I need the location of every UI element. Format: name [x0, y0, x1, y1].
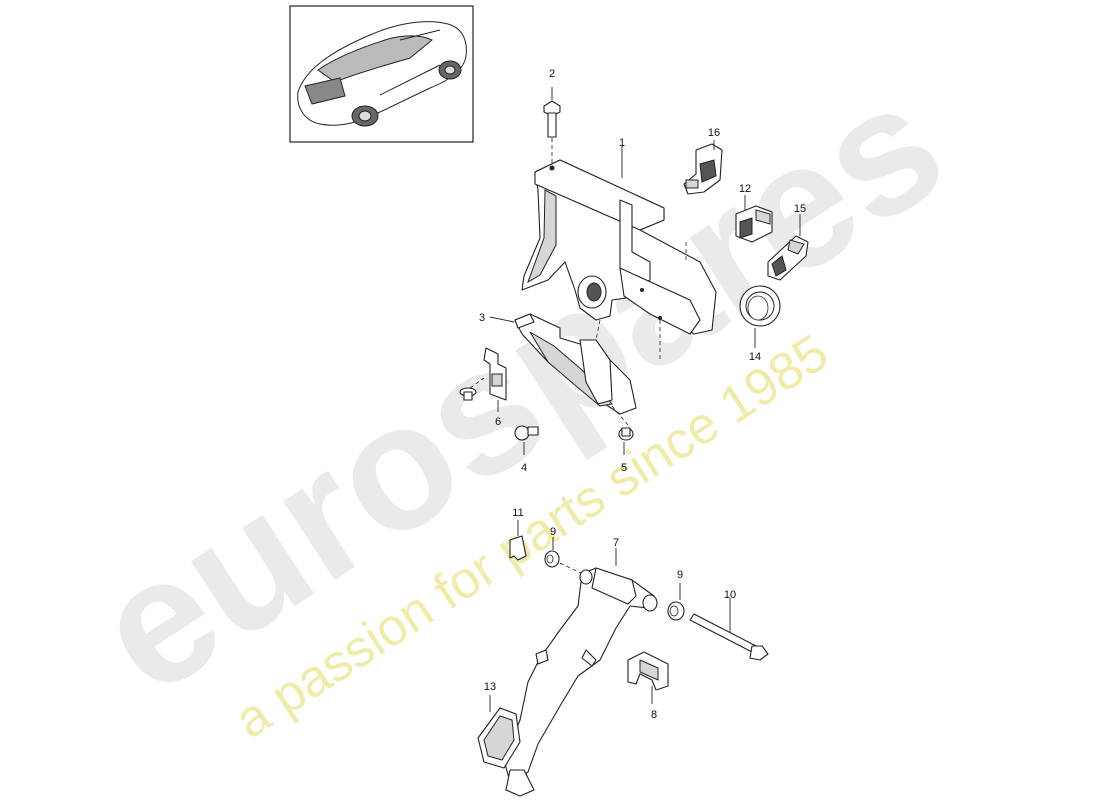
callout-9-left: 9: [550, 526, 556, 538]
screw-6: [459, 377, 485, 401]
callout-11: 11: [512, 507, 523, 519]
callout-7: 7: [613, 537, 619, 549]
part-9-bushing-left: [544, 537, 586, 576]
vehicle-thumbnail: [289, 5, 474, 143]
callout-13: 13: [484, 681, 496, 693]
part-14-grommet: [739, 285, 781, 348]
part-10-bolt: [689, 598, 769, 661]
callout-4: 4: [521, 462, 527, 474]
callout-16: 16: [708, 127, 720, 139]
callout-12: 12: [739, 183, 751, 195]
callout-6: 6: [495, 416, 501, 428]
part-4-screw: [514, 425, 539, 455]
part-1-pedal-bracket: [521, 146, 717, 360]
callout-8: 8: [651, 709, 657, 721]
part-9-bushing-right: [667, 583, 685, 621]
part-12-switch: [735, 195, 773, 243]
callout-1: 1: [619, 137, 625, 149]
part-6-bracket-plate: [483, 347, 507, 412]
watermark-brand: eurospares: [62, 42, 975, 732]
watermark: eurospares a passion for parts since 198…: [62, 42, 975, 750]
callout-9-right: 9: [677, 569, 683, 581]
part-2-bolt: [543, 87, 561, 165]
callout-labels: 1 2 3 4 5 6 7 8 9 9 10 11 12 13 14 15 16: [479, 68, 806, 721]
callout-10: 10: [724, 589, 736, 601]
car-icon: [297, 21, 467, 127]
part-11-clip: [509, 520, 527, 561]
callout-5: 5: [621, 462, 627, 474]
part-13-pedal-pad: [477, 695, 521, 769]
callout-2: 2: [549, 68, 555, 80]
callout-14: 14: [749, 351, 761, 363]
callout-15: 15: [794, 203, 806, 215]
part-3-sensor-unit: [489, 313, 637, 426]
part-16-connector: [683, 140, 723, 195]
part-8-bracket: [627, 651, 669, 704]
part-15-switch: [767, 214, 809, 281]
part-5-screw: [618, 427, 634, 455]
callout-3: 3: [479, 312, 485, 324]
part-7-pedal-arm: [503, 548, 658, 797]
